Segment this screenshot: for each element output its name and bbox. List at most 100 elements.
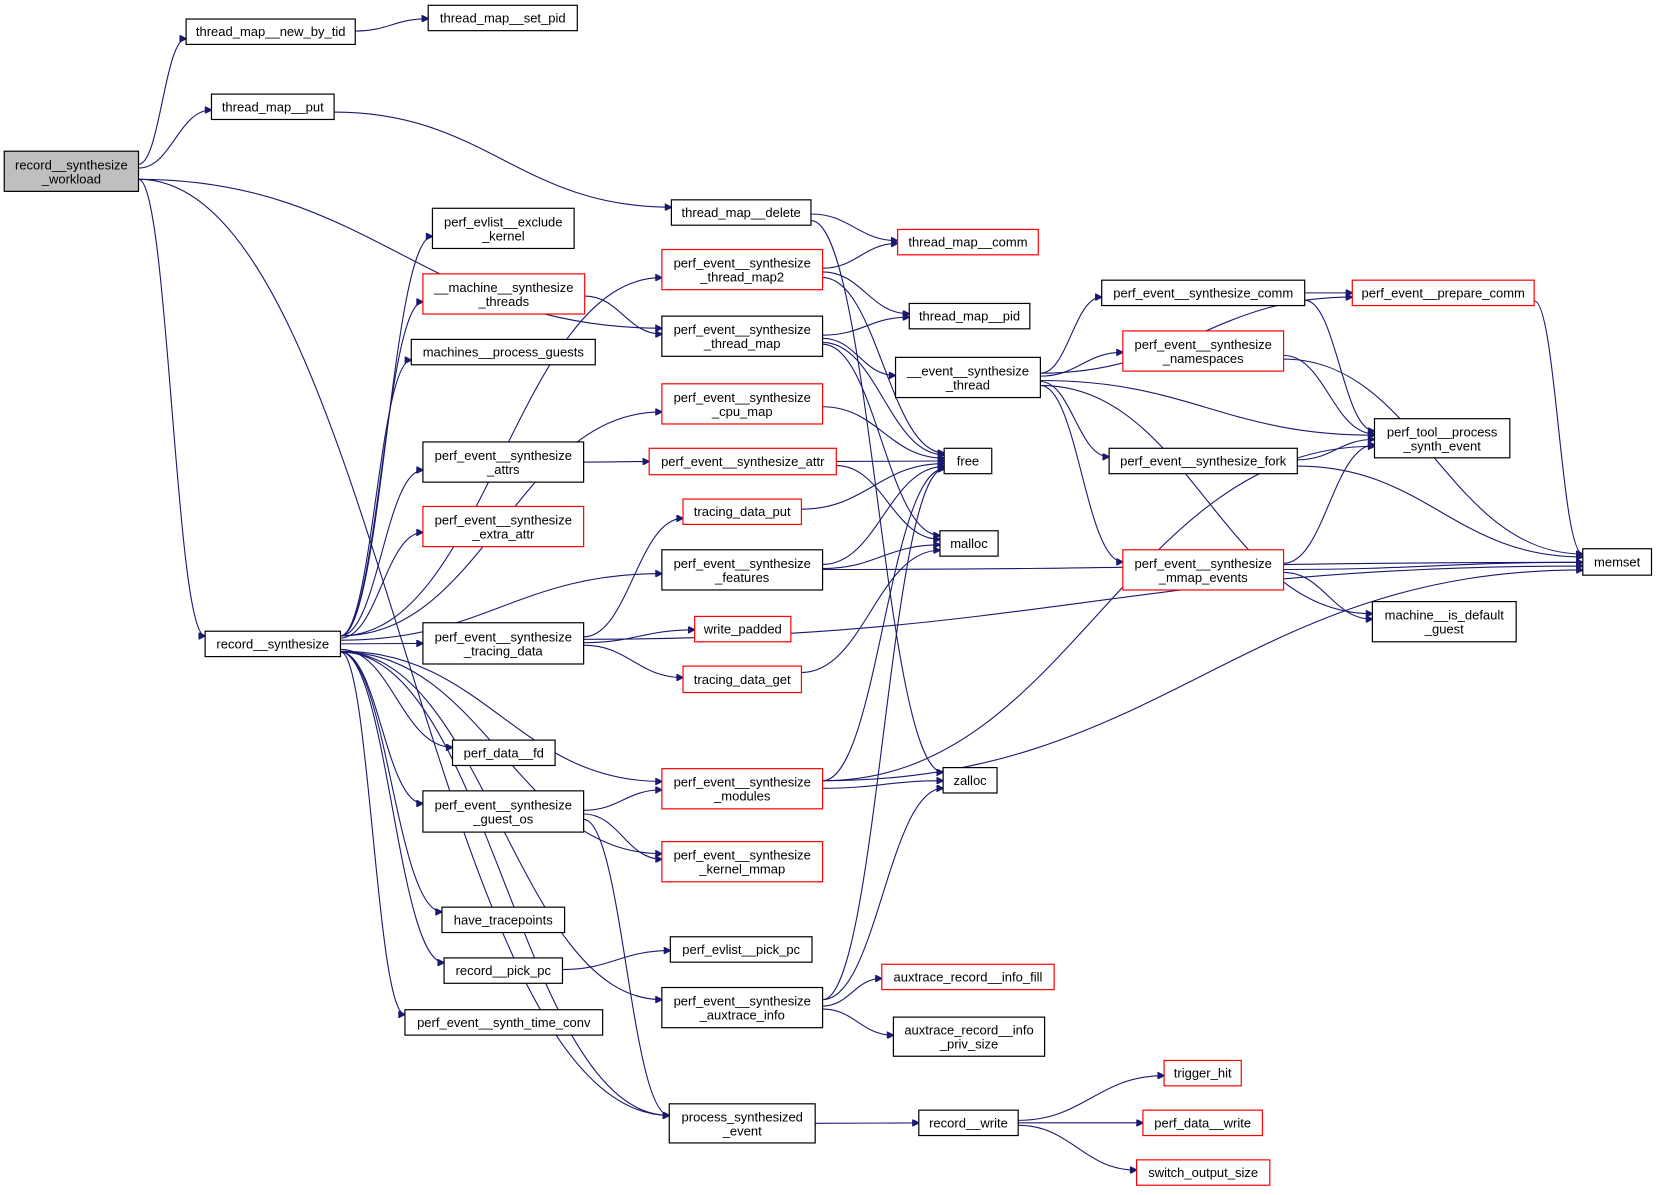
- graph-node-perf-event-synthesize-auxtrace-info[interactable]: perf_event__synthesize_auxtrace_info: [661, 986, 824, 1029]
- node-box[interactable]: [204, 630, 342, 658]
- graph-node-have-tracepoints[interactable]: have_tracepoints: [441, 906, 566, 934]
- node-box[interactable]: [881, 963, 1055, 991]
- graph-node-thread-map-pid[interactable]: thread_map__pid: [908, 302, 1031, 330]
- graph-node-zalloc[interactable]: zalloc: [942, 766, 998, 794]
- graph-node-thread-map-put[interactable]: thread_map__put: [210, 93, 335, 121]
- node-box[interactable]: [694, 615, 792, 643]
- graph-node-perf-event-synthesize-cpu-map[interactable]: perf_event__synthesize_cpu_map: [661, 383, 824, 425]
- graph-node-perf-event-synthesize-extra-attr[interactable]: perf_event__synthesize_extra_attr: [422, 505, 585, 548]
- node-box[interactable]: [892, 1016, 1046, 1057]
- node-box[interactable]: [661, 383, 824, 425]
- graph-node-perf-event-synthesize-mmap-events[interactable]: perf_event__synthesize_mmap_events: [1122, 549, 1285, 591]
- node-box[interactable]: [1371, 601, 1517, 643]
- node-box[interactable]: [897, 228, 1039, 256]
- node-box[interactable]: [422, 790, 585, 833]
- graph-node-malloc[interactable]: malloc: [939, 530, 999, 557]
- graph-node-machine-synthesize-threads[interactable]: __machine__synthesize_threads: [422, 273, 586, 315]
- node-box[interactable]: [661, 549, 824, 591]
- node-box[interactable]: [431, 207, 575, 250]
- node-box[interactable]: [1122, 549, 1285, 591]
- graph-node-perf-tool-process-synth-event[interactable]: perf_tool__process_synth_event: [1373, 418, 1511, 459]
- node-box[interactable]: [648, 447, 837, 476]
- graph-node-write-padded[interactable]: write_padded: [694, 615, 792, 643]
- graph-node-tracing-data-put[interactable]: tracing_data_put: [682, 498, 803, 526]
- node-box[interactable]: [1135, 1159, 1271, 1186]
- graph-node-thread-map-delete[interactable]: thread_map__delete: [670, 199, 812, 226]
- node-box[interactable]: [942, 766, 998, 794]
- node-box[interactable]: [427, 4, 578, 32]
- node-box[interactable]: [422, 273, 586, 315]
- node-box[interactable]: [669, 936, 813, 963]
- graph-node-auxtrace-record-info-priv-size[interactable]: auxtrace_record__info_priv_size: [892, 1016, 1046, 1057]
- node-box[interactable]: [410, 338, 596, 366]
- node-box[interactable]: [451, 739, 556, 767]
- node-box[interactable]: [682, 665, 803, 694]
- graph-node-record-write[interactable]: record__write: [918, 1109, 1019, 1137]
- graph-node-record-pick-pc[interactable]: record__pick_pc: [443, 957, 564, 984]
- node-box[interactable]: [1122, 330, 1285, 372]
- node-box[interactable]: [1582, 548, 1653, 576]
- graph-node-auxtrace-record-info-fill[interactable]: auxtrace_record__info_fill: [881, 963, 1055, 991]
- graph-node-perf-event-synthesize-thread-map2[interactable]: perf_event__synthesize_thread_map2: [661, 248, 824, 291]
- graph-node-thread-map-new-by-tid[interactable]: thread_map__new_by_tid: [185, 18, 356, 46]
- node-box[interactable]: [939, 530, 999, 557]
- graph-node-perf-event-synthesize-kernel-mmap[interactable]: perf_event__synthesize_kernel_mmap: [661, 841, 824, 883]
- graph-node-perf-event-synthesize-modules[interactable]: perf_event__synthesize_modules: [661, 768, 824, 810]
- node-box[interactable]: [3, 150, 140, 192]
- graph-node-free[interactable]: free: [943, 447, 993, 475]
- graph-node-machine-is-default-guest[interactable]: machine__is_default_guest: [1371, 601, 1517, 643]
- node-box[interactable]: [682, 498, 803, 526]
- node-box[interactable]: [1101, 279, 1306, 307]
- graph-node-perf-evlist-exclude-kernel[interactable]: perf_evlist__exclude_kernel: [431, 207, 575, 250]
- graph-node-process-synthesized-event[interactable]: process_synthesized_event: [668, 1103, 816, 1144]
- node-box[interactable]: [894, 356, 1041, 399]
- graph-node-record-synthesize[interactable]: record__synthesize: [204, 630, 342, 658]
- node-box[interactable]: [908, 302, 1031, 330]
- node-box[interactable]: [1108, 447, 1298, 475]
- node-box[interactable]: [404, 1009, 604, 1036]
- node-box[interactable]: [1373, 418, 1511, 459]
- graph-node-perf-event-synthesize-thread-map[interactable]: perf_event__synthesize_thread_map: [661, 315, 824, 357]
- graph-node-thread-map-set-pid[interactable]: thread_map__set_pid: [427, 4, 578, 32]
- graph-node-record-synthesize-workload[interactable]: record__synthesize_workload: [3, 150, 140, 192]
- node-box[interactable]: [441, 906, 566, 934]
- node-box[interactable]: [661, 248, 824, 291]
- node-box[interactable]: [943, 447, 993, 475]
- graph-node-memset[interactable]: memset: [1582, 548, 1653, 576]
- graph-node-perf-evlist-pick-pc[interactable]: perf_evlist__pick_pc: [669, 936, 813, 963]
- node-box[interactable]: [1163, 1059, 1242, 1087]
- node-box[interactable]: [422, 622, 585, 665]
- graph-node-perf-event-prepare-comm[interactable]: perf_event__prepare_comm: [1351, 279, 1535, 307]
- node-box[interactable]: [185, 18, 356, 46]
- node-box[interactable]: [1351, 279, 1535, 307]
- graph-node-perf-event-synthesize-fork[interactable]: perf_event__synthesize_fork: [1108, 447, 1298, 475]
- node-box[interactable]: [661, 986, 824, 1029]
- graph-node-perf-event-synthesize-comm[interactable]: perf_event__synthesize_comm: [1101, 279, 1306, 307]
- graph-node-perf-event-synthesize-tracing-data[interactable]: perf_event__synthesize_tracing_data: [422, 622, 585, 665]
- node-box[interactable]: [1142, 1109, 1264, 1137]
- node-box[interactable]: [661, 841, 824, 883]
- graph-node-perf-data-write[interactable]: perf_data__write: [1142, 1109, 1264, 1137]
- node-box[interactable]: [422, 505, 585, 548]
- graph-node-perf-data-fd[interactable]: perf_data__fd: [451, 739, 556, 767]
- node-box[interactable]: [661, 768, 824, 810]
- graph-node-perf-event-synth-time-conv[interactable]: perf_event__synth_time_conv: [404, 1009, 604, 1036]
- node-box[interactable]: [670, 199, 812, 226]
- node-box[interactable]: [918, 1109, 1019, 1137]
- graph-node-perf-event-synthesize-features[interactable]: perf_event__synthesize_features: [661, 549, 824, 591]
- graph-node-perf-event-synthesize-attrs[interactable]: perf_event__synthesize_attrs: [422, 441, 585, 483]
- graph-node-event-synthesize-thread[interactable]: __event__synthesize_thread: [894, 356, 1041, 399]
- node-box[interactable]: [443, 957, 564, 984]
- node-box[interactable]: [210, 93, 335, 121]
- graph-node-perf-event-synthesize-guest-os[interactable]: perf_event__synthesize_guest_os: [422, 790, 585, 833]
- node-box[interactable]: [422, 441, 585, 483]
- graph-node-thread-map-comm[interactable]: thread_map__comm: [897, 228, 1039, 256]
- node-box[interactable]: [661, 315, 824, 357]
- graph-node-switch-output-size[interactable]: switch_output_size: [1135, 1159, 1271, 1186]
- graph-node-tracing-data-get[interactable]: tracing_data_get: [682, 665, 803, 694]
- graph-node-perf-event-synthesize-namespaces[interactable]: perf_event__synthesize_namespaces: [1122, 330, 1285, 372]
- graph-node-perf-event-synthesize-attr[interactable]: perf_event__synthesize_attr: [648, 447, 837, 476]
- node-box[interactable]: [668, 1103, 816, 1144]
- graph-node-machines-process-guests[interactable]: machines__process_guests: [410, 338, 596, 366]
- graph-node-trigger-hit[interactable]: trigger_hit: [1163, 1059, 1242, 1087]
